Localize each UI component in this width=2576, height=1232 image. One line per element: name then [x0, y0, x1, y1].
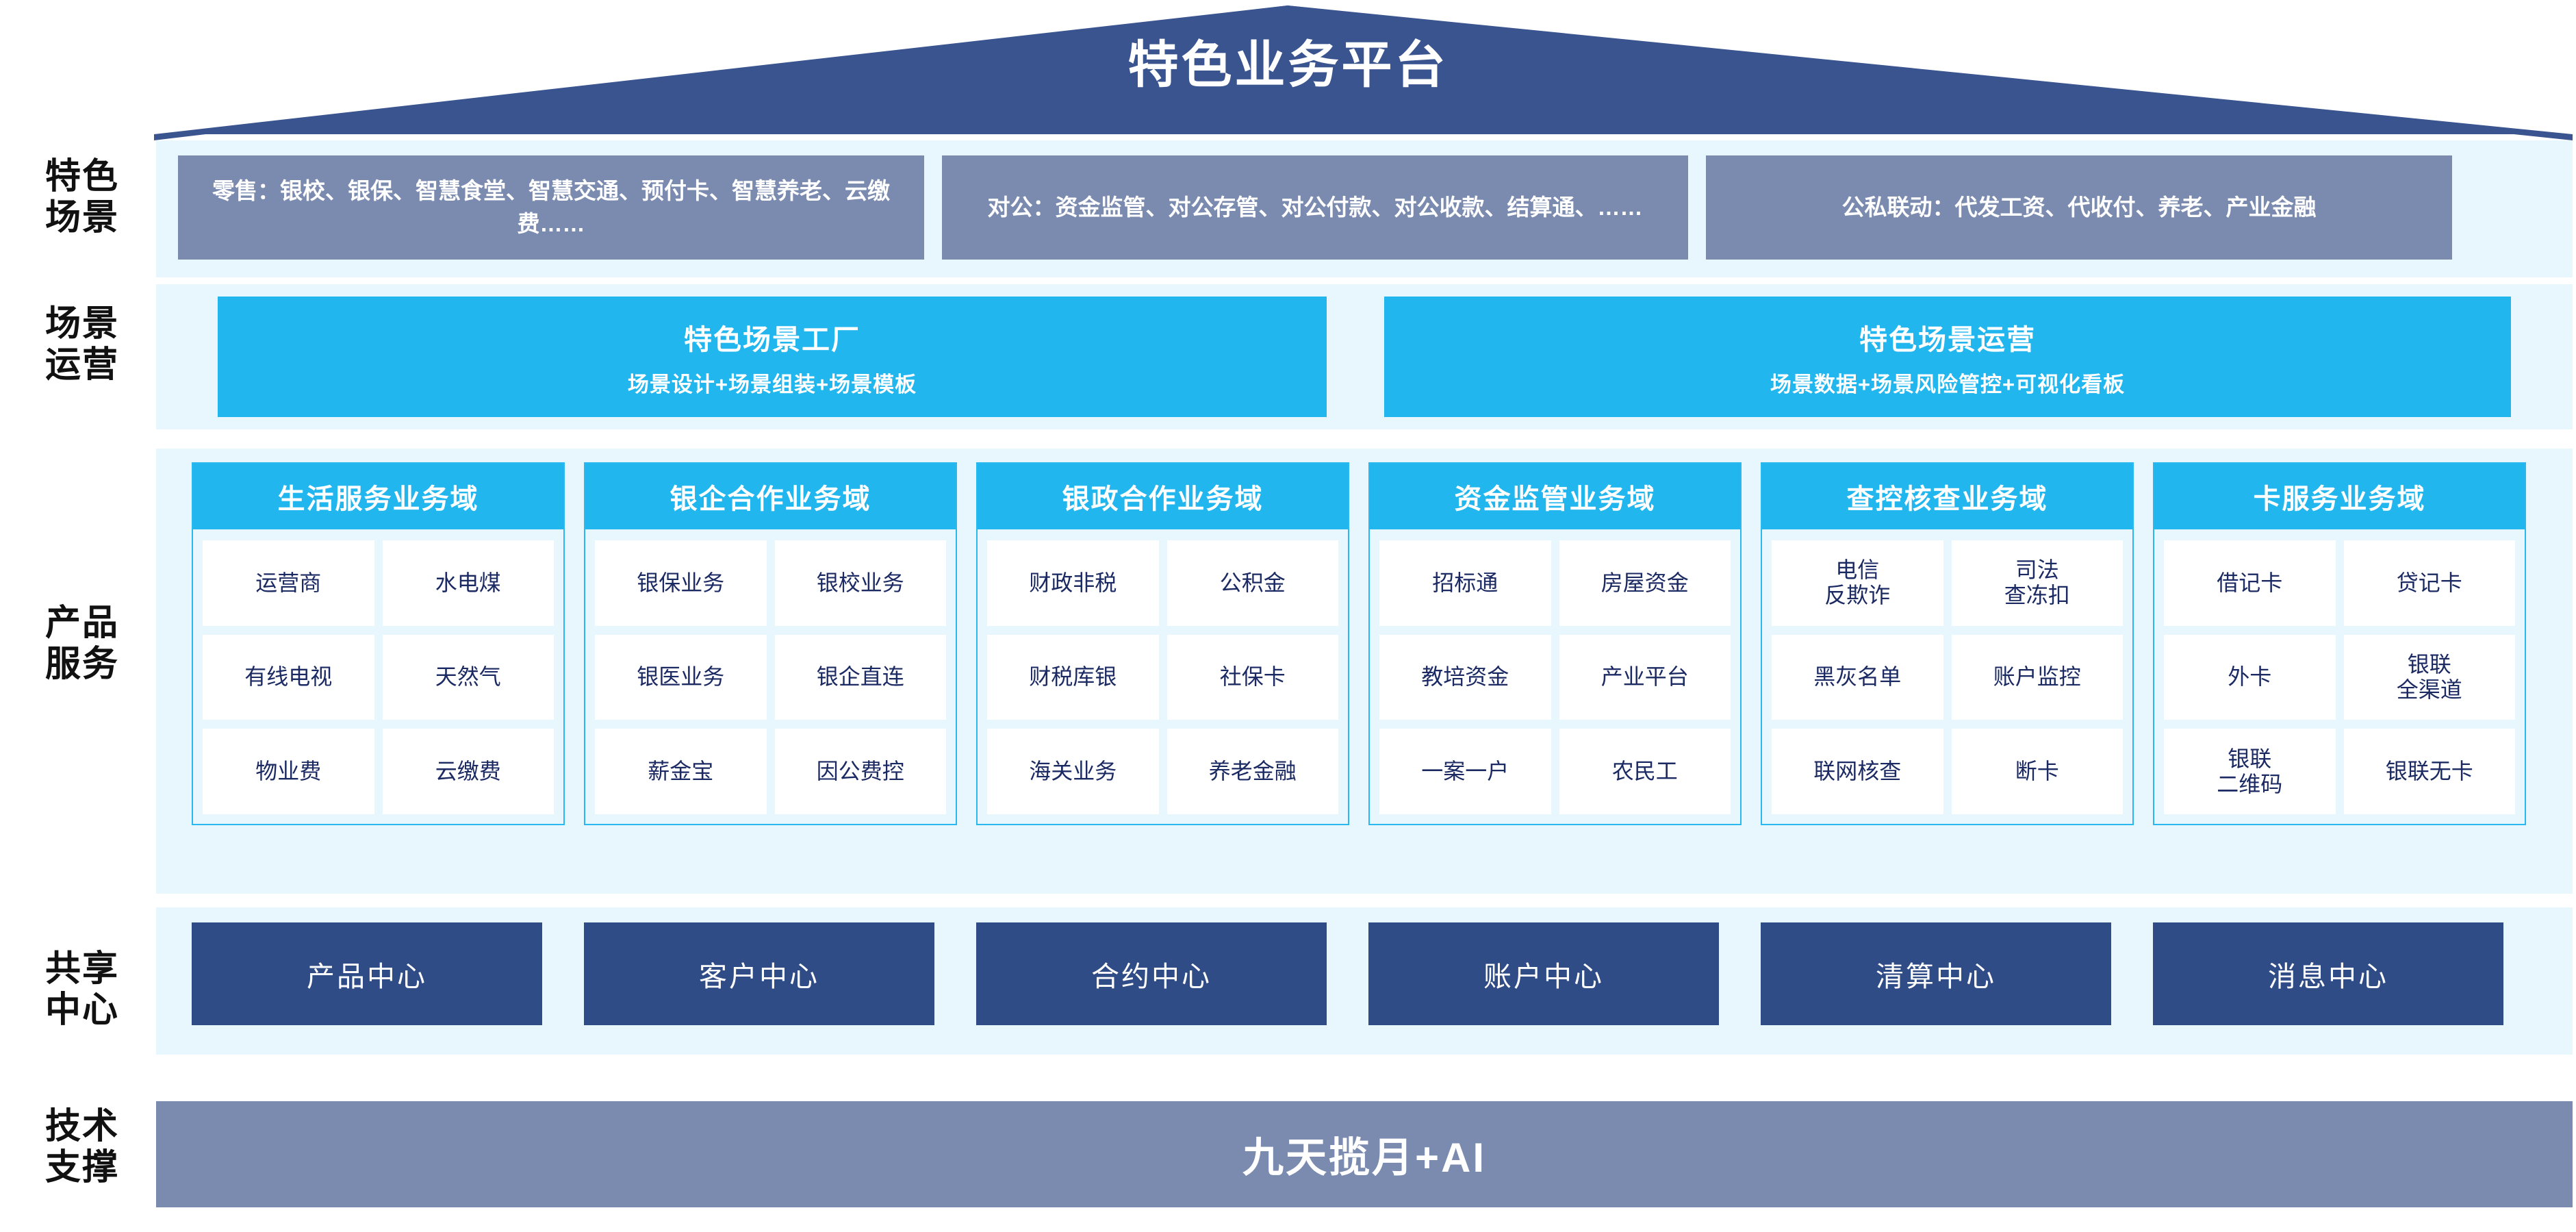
- domain-chip[interactable]: 因公费控: [774, 729, 946, 814]
- domain-chip[interactable]: 招标通: [1379, 540, 1551, 626]
- domain-chip[interactable]: 农民工: [1559, 729, 1731, 814]
- domain-chip[interactable]: 物业费: [203, 729, 374, 814]
- scenario-box-retail[interactable]: 零售：银校、银保、智慧食堂、智慧交通、预付卡、智慧养老、云缴费……: [178, 155, 924, 260]
- operations-band: 特色场景工厂 场景设计+场景组装+场景模板 特色场景运营 场景数据+场景风险管控…: [156, 284, 2573, 429]
- ops-title: 特色场景运营: [1859, 323, 2036, 355]
- ops-title: 特色场景工厂: [684, 323, 860, 355]
- domain-column-fund-supervision[interactable]: 资金监管业务域 招标通 房屋资金 教培资金 产业平台 一案一户 农民工: [1368, 462, 1742, 825]
- domain-chip[interactable]: 电信 反欺诈: [1772, 540, 1943, 626]
- row-label-scenarios: 特色 场景: [44, 157, 119, 238]
- domain-title: 资金监管业务域: [1370, 464, 1740, 529]
- domain-chip[interactable]: 产业平台: [1559, 634, 1731, 720]
- domain-chip[interactable]: 司法 查冻扣: [1951, 540, 2123, 626]
- domain-chip[interactable]: 天然气: [382, 634, 554, 720]
- shared-centers-band: 产品中心 客户中心 合约中心 账户中心 清算中心 消息中心: [156, 907, 2573, 1055]
- page-title: 特色业务平台: [1127, 36, 1449, 93]
- domain-title: 银政合作业务域: [978, 464, 1348, 529]
- domain-chip[interactable]: 水电煤: [382, 540, 554, 626]
- domain-title: 银企合作业务域: [585, 464, 956, 529]
- domain-chip[interactable]: 银医业务: [595, 634, 767, 720]
- domain-item-grid: 电信 反欺诈 司法 查冻扣 黑灰名单 账户监控 联网核查 断卡: [1762, 529, 2132, 824]
- domain-item-grid: 招标通 房屋资金 教培资金 产业平台 一案一户 农民工: [1370, 529, 1740, 824]
- shared-center-product[interactable]: 产品中心: [192, 922, 542, 1025]
- domain-title: 生活服务业务域: [193, 464, 563, 529]
- domain-chip[interactable]: 银保业务: [595, 540, 767, 626]
- scenario-box-public-private[interactable]: 公私联动：代发工资、代收付、养老、产业金融: [1706, 155, 2452, 260]
- domain-chip[interactable]: 房屋资金: [1559, 540, 1731, 626]
- shared-center-account[interactable]: 账户中心: [1368, 922, 1719, 1025]
- domain-chip[interactable]: 公积金: [1166, 540, 1338, 626]
- domain-column-card-services[interactable]: 卡服务业务域 借记卡 贷记卡 外卡 银联 全渠道 银联 二维码 银联无卡: [2153, 462, 2526, 825]
- domain-column-bank-government[interactable]: 银政合作业务域 财政非税 公积金 财税库银 社保卡 海关业务 养老金融: [976, 462, 1349, 825]
- row-label-shared-centers: 共享 中心: [44, 949, 119, 1031]
- domain-chip[interactable]: 社保卡: [1166, 634, 1338, 720]
- domain-column-investigation[interactable]: 查控核查业务域 电信 反欺诈 司法 查冻扣 黑灰名单 账户监控 联网核查 断卡: [1761, 462, 2134, 825]
- domain-column-life-services[interactable]: 生活服务业务域 运营商 水电煤 有线电视 天然气 物业费 云缴费: [192, 462, 565, 825]
- products-band: 生活服务业务域 运营商 水电煤 有线电视 天然气 物业费 云缴费 银企合作业务域…: [156, 449, 2573, 894]
- domain-chip[interactable]: 运营商: [203, 540, 374, 626]
- ops-box-scene-operation[interactable]: 特色场景运营 场景数据+场景风险管控+可视化看板: [1384, 297, 2511, 417]
- domain-chip[interactable]: 银校业务: [774, 540, 946, 626]
- shared-center-clearing[interactable]: 清算中心: [1761, 922, 2111, 1025]
- domain-chip[interactable]: 联网核查: [1772, 729, 1943, 814]
- ops-box-scene-factory[interactable]: 特色场景工厂 场景设计+场景组装+场景模板: [218, 297, 1327, 417]
- row-label-operations: 场景 运营: [44, 304, 119, 386]
- row-label-tech-support: 技术 支撑: [44, 1107, 119, 1188]
- shared-center-customer[interactable]: 客户中心: [584, 922, 934, 1025]
- domain-chip[interactable]: 财政非税: [987, 540, 1159, 626]
- domain-item-grid: 银保业务 银校业务 银医业务 银企直连 薪金宝 因公费控: [585, 529, 956, 824]
- tech-support-bar[interactable]: 九天揽月+AI: [156, 1101, 2573, 1207]
- domain-chip[interactable]: 银企直连: [774, 634, 946, 720]
- domain-item-grid: 财政非税 公积金 财税库银 社保卡 海关业务 养老金融: [978, 529, 1348, 824]
- domain-column-bank-enterprise[interactable]: 银企合作业务域 银保业务 银校业务 银医业务 银企直连 薪金宝 因公费控: [584, 462, 957, 825]
- ops-subtitle: 场景设计+场景组装+场景模板: [627, 372, 917, 397]
- platform-roof: 特色业务平台: [0, 0, 2576, 140]
- domain-title: 查控核查业务域: [1762, 464, 2132, 529]
- domain-chip[interactable]: 薪金宝: [595, 729, 767, 814]
- row-label-products: 产品 服务: [44, 603, 119, 685]
- domain-item-grid: 运营商 水电煤 有线电视 天然气 物业费 云缴费: [193, 529, 563, 824]
- domain-chip[interactable]: 贷记卡: [2343, 540, 2515, 626]
- domain-chip[interactable]: 银联无卡: [2343, 729, 2515, 814]
- domain-chip[interactable]: 借记卡: [2164, 540, 2336, 626]
- domain-chip[interactable]: 断卡: [1951, 729, 2123, 814]
- domain-chip[interactable]: 黑灰名单: [1772, 634, 1943, 720]
- domain-chip[interactable]: 教培资金: [1379, 634, 1551, 720]
- domain-chip[interactable]: 云缴费: [382, 729, 554, 814]
- shared-center-contract[interactable]: 合约中心: [976, 922, 1327, 1025]
- domain-chip[interactable]: 有线电视: [203, 634, 374, 720]
- scenario-box-corporate[interactable]: 对公：资金监管、对公存管、对公付款、对公收款、结算通、……: [942, 155, 1688, 260]
- domain-chip[interactable]: 一案一户: [1379, 729, 1551, 814]
- domain-chip[interactable]: 养老金融: [1166, 729, 1338, 814]
- domain-chip[interactable]: 海关业务: [987, 729, 1159, 814]
- domain-chip[interactable]: 外卡: [2164, 634, 2336, 720]
- domain-item-grid: 借记卡 贷记卡 外卡 银联 全渠道 银联 二维码 银联无卡: [2154, 529, 2525, 824]
- ops-subtitle: 场景数据+场景风险管控+可视化看板: [1770, 372, 2126, 397]
- shared-center-message[interactable]: 消息中心: [2153, 922, 2503, 1025]
- roof-shape-icon: [154, 5, 2573, 140]
- scenarios-band: 零售：银校、银保、智慧食堂、智慧交通、预付卡、智慧养老、云缴费…… 对公：资金监…: [156, 140, 2573, 277]
- domain-chip[interactable]: 账户监控: [1951, 634, 2123, 720]
- domain-title: 卡服务业务域: [2154, 464, 2525, 529]
- domain-chip[interactable]: 银联 全渠道: [2343, 634, 2515, 720]
- domain-chip[interactable]: 财税库银: [987, 634, 1159, 720]
- domain-chip[interactable]: 银联 二维码: [2164, 729, 2336, 814]
